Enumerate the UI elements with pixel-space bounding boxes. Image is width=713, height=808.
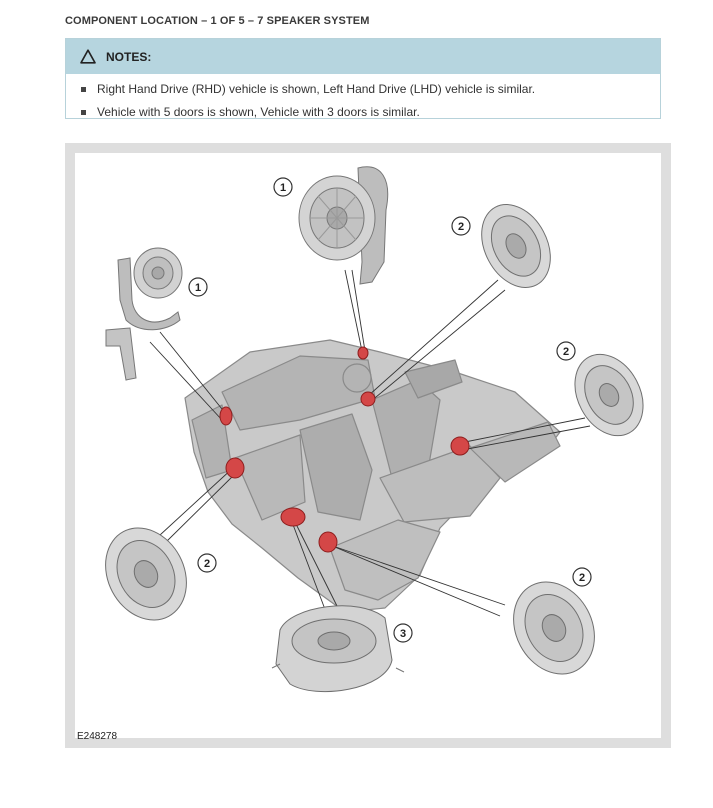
callout-label: 2 (579, 572, 585, 584)
callout-label: 2 (563, 346, 569, 358)
tweeter-speaker-illustration (298, 166, 389, 285)
callout-label: 1 (195, 282, 201, 294)
speaker-mark (450, 436, 470, 456)
bullet-icon (81, 110, 86, 115)
speaker-mark (219, 406, 233, 426)
door-speaker-illustration (574, 353, 644, 437)
callout-marker: 2 (197, 553, 217, 573)
speaker-mark (360, 391, 376, 407)
page-heading: COMPONENT LOCATION – 1 OF 5 – 7 SPEAKER … (65, 15, 370, 27)
vehicle-interior-illustration (184, 339, 561, 613)
tweeter-speaker-illustration (105, 247, 183, 381)
note-text: Right Hand Drive (RHD) vehicle is shown,… (97, 82, 536, 96)
callout-marker: 1 (273, 177, 293, 197)
figure-id: E248278 (77, 731, 118, 742)
callout-marker: 2 (556, 341, 576, 361)
callout-marker: 2 (572, 567, 592, 587)
door-speaker-illustration (481, 204, 551, 288)
callout-marker: 2 (451, 216, 471, 236)
callout-marker: 1 (188, 277, 208, 297)
notes-title: NOTES: (106, 49, 152, 64)
leader-lines (149, 269, 591, 617)
speaker-mark (280, 507, 306, 527)
door-speaker-illustration (513, 581, 595, 675)
callout-label: 3 (400, 628, 406, 640)
bullet-icon (81, 87, 86, 92)
note-text: Vehicle with 5 doors is shown, Vehicle w… (97, 105, 420, 119)
speaker-location-marks (219, 346, 470, 553)
callout-markers: 1 1 2 2 2 2 3 (188, 177, 592, 643)
note-item: Vehicle with 5 doors is shown, Vehicle w… (66, 105, 660, 119)
notes-header: NOTES: (66, 39, 660, 74)
note-item: Right Hand Drive (RHD) vehicle is shown,… (66, 82, 660, 96)
callout-label: 1 (280, 182, 286, 194)
centre-speaker-illustration (271, 605, 405, 693)
notes-box: NOTES: Right Hand Drive (RHD) vehicle is… (65, 38, 661, 119)
callout-label: 2 (458, 221, 464, 233)
door-speaker-illustration (105, 527, 187, 621)
speaker-mark (225, 457, 245, 479)
speaker-mark (357, 346, 369, 360)
vehicle-speaker-illustration: 1 1 2 2 2 2 3 (105, 166, 644, 693)
speaker-mark (318, 531, 338, 553)
warning-triangle-icon (80, 49, 96, 64)
callout-label: 2 (204, 558, 210, 570)
callout-marker: 3 (393, 623, 413, 643)
speaker-location-figure: 1 1 2 2 2 2 3 (65, 143, 671, 748)
